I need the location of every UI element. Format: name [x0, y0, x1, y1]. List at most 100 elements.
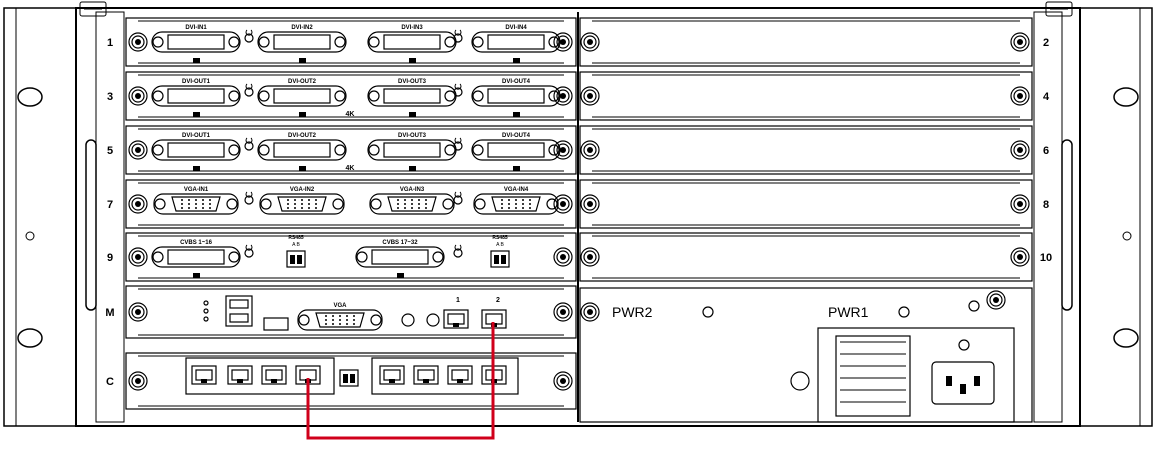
- card-thumbscrew-right: [553, 371, 573, 391]
- dvi-socket: [273, 88, 331, 104]
- io-rj45: [379, 365, 405, 385]
- thumbscrew-center: [1017, 201, 1023, 207]
- card-thumbscrew-left: [128, 86, 148, 106]
- thumbscrew-outer: [580, 247, 600, 267]
- thumbscrew-center: [587, 39, 593, 45]
- rj45-housing: [261, 365, 287, 385]
- thumbscrew-inner: [131, 305, 145, 319]
- slot-number-left: 3: [107, 91, 113, 103]
- vga-pin: [332, 315, 334, 317]
- cover-thumbscrew-right: [1010, 140, 1030, 160]
- ac-pin: [960, 384, 966, 394]
- rj45-housing: [379, 365, 405, 385]
- port-indicator: [193, 58, 200, 63]
- vga-pin: [346, 323, 348, 325]
- thumbscrew-outer: [553, 140, 573, 160]
- jack-screw-right: [444, 144, 456, 156]
- ac-pin: [946, 376, 952, 386]
- vga-port-label: VGA-IN1: [184, 187, 209, 193]
- thumbscrew-inner: [556, 35, 570, 49]
- vga-pin: [195, 207, 197, 209]
- thumbscrew-outer: [1010, 32, 1030, 52]
- led-ring: [453, 33, 463, 43]
- dvi-port-label: DVI-OUT3: [398, 133, 427, 139]
- io-port-block: [371, 357, 519, 395]
- jack-screw-right: [226, 198, 238, 210]
- card-faceplate: [579, 71, 1033, 121]
- vga-pin: [501, 199, 503, 201]
- thumbscrew-center: [560, 378, 566, 384]
- power-symbol: [245, 29, 253, 36]
- jack-screw-left: [258, 90, 270, 102]
- power-symbol: [454, 83, 462, 90]
- dvi-port-label: CVBS 17~32: [382, 240, 418, 246]
- dvi-socket: [487, 34, 545, 50]
- vga-pin: [195, 203, 197, 205]
- vga-pin: [411, 199, 413, 201]
- dvi-socket: [273, 142, 331, 158]
- port-indicator: [193, 166, 200, 171]
- thumbscrew-inner: [556, 143, 570, 157]
- jack-screw-left: [474, 198, 486, 210]
- vga-shell: [153, 193, 239, 215]
- thumbscrew-inner: [131, 197, 145, 211]
- card-faceplate: [125, 179, 577, 229]
- dvi-port: DVI-OUT2: [257, 79, 347, 117]
- led-ring: [453, 195, 463, 205]
- vga-pin: [411, 203, 413, 205]
- cover-thumbscrew-left: [580, 32, 600, 52]
- jack-screw-right: [334, 144, 346, 156]
- jack-screw-left: [298, 314, 310, 326]
- ground-screw: [986, 290, 1006, 310]
- vga-pin: [339, 323, 341, 325]
- thumbscrew-inner: [556, 89, 570, 103]
- dvi-socket: [383, 88, 441, 104]
- vga-pin: [529, 199, 531, 201]
- vga-pin: [294, 203, 296, 205]
- thumbscrew-center: [135, 254, 141, 260]
- cover-thumbscrew-right: [1010, 32, 1030, 52]
- thumbscrew-outer: [553, 86, 573, 106]
- terminal-housing: [286, 250, 306, 268]
- dvi-port: DVI-OUT3: [367, 79, 457, 117]
- terminal-pin-a: [290, 255, 295, 264]
- vga-pin: [508, 207, 510, 209]
- thumbscrew-outer: [1010, 194, 1030, 214]
- thumbscrew-outer: [553, 371, 573, 391]
- card-faceplate: [125, 352, 577, 410]
- vga-pin: [332, 319, 334, 321]
- power-bay: [579, 287, 1033, 423]
- dvi-port-label: DVI-OUT3: [398, 79, 427, 85]
- led-ring: [453, 87, 463, 97]
- top-handle-right: [1045, 1, 1073, 17]
- vga-pin: [287, 203, 289, 205]
- port-indicator: [193, 273, 200, 278]
- card-thumbscrew-right: [553, 32, 573, 52]
- dvi-shell: [355, 246, 445, 268]
- vga-pin: [181, 207, 183, 209]
- jack-screw-right: [444, 36, 456, 48]
- vga-pin: [308, 203, 310, 205]
- led-ring: [244, 87, 254, 97]
- thumbscrew-inner: [583, 305, 597, 319]
- vga-socket: [491, 196, 541, 212]
- thumbscrew-center: [135, 201, 141, 207]
- vga-pin: [188, 203, 190, 205]
- rj45-housing: [191, 365, 217, 385]
- led-ring: [244, 141, 254, 151]
- thumbscrew-center: [993, 297, 999, 303]
- vga-pin: [508, 203, 510, 205]
- thumbscrew-inner: [1013, 89, 1027, 103]
- status-led: [244, 137, 254, 151]
- cover-thumbscrew-right: [1010, 86, 1030, 106]
- slot-number-right: 2: [1043, 37, 1049, 49]
- card-thumbscrew-left: [128, 247, 148, 267]
- switch-port-block: [185, 357, 335, 395]
- thumbscrew-center: [135, 378, 141, 384]
- vga-pin: [315, 203, 317, 205]
- rj45-housing: [413, 365, 439, 385]
- vga-pin: [418, 207, 420, 209]
- rj45-latch: [453, 323, 459, 327]
